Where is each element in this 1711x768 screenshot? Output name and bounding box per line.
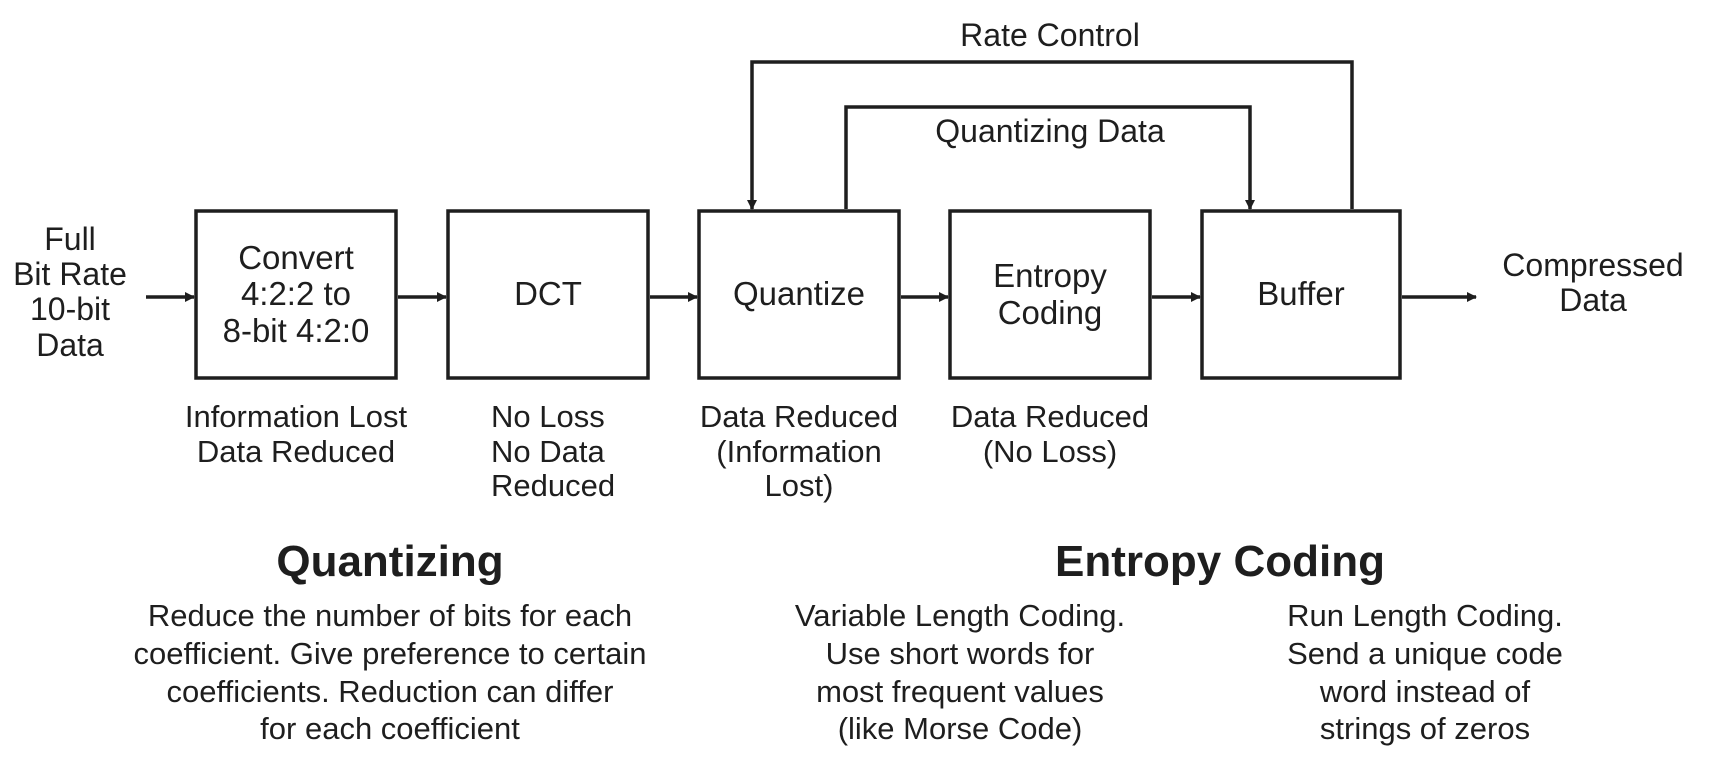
convert-label: Convert 4:2:2 to 8-bit 4:2:0 xyxy=(222,239,370,349)
entropy-coding-heading: Entropy Coding xyxy=(1055,537,1385,586)
convert-note: Information Lost Data Reduced xyxy=(184,399,408,469)
dct-block xyxy=(446,209,650,380)
dct-label: DCT xyxy=(514,275,582,313)
input-label: Full Bit Rate 10-bit Data xyxy=(13,221,127,363)
quantizing-data-loop xyxy=(844,105,1255,210)
rate-control-label: Rate Control xyxy=(960,17,1140,53)
quantizing-data-label: Quantizing Data xyxy=(935,113,1165,149)
buffer-block xyxy=(1200,209,1402,380)
rlc-description: Run Length Coding. Send a unique code wo… xyxy=(1287,598,1563,747)
quantizing-heading: Quantizing xyxy=(276,537,504,586)
quantizing-description: Reduce the number of bits for each coeff… xyxy=(133,598,647,747)
quantize-label: Quantize xyxy=(732,275,866,313)
quantize-block xyxy=(697,209,901,380)
quantize-note: Data Reduced (Information Lost) xyxy=(699,399,899,504)
entropy-coding-label: Entropy Coding xyxy=(993,257,1107,331)
dct-note: No Loss No Data Reduced xyxy=(491,399,616,504)
convert-block xyxy=(194,209,398,380)
rate-control-loop xyxy=(747,60,1354,210)
output-label: Compressed Data xyxy=(1502,247,1684,319)
buffer-label: Buffer xyxy=(1257,275,1345,313)
entropy-coding-note: Data Reduced (No Loss) xyxy=(950,399,1150,469)
vlc-description: Variable Length Coding. Use short words … xyxy=(794,598,1126,747)
entropy-coding-block xyxy=(948,209,1152,380)
